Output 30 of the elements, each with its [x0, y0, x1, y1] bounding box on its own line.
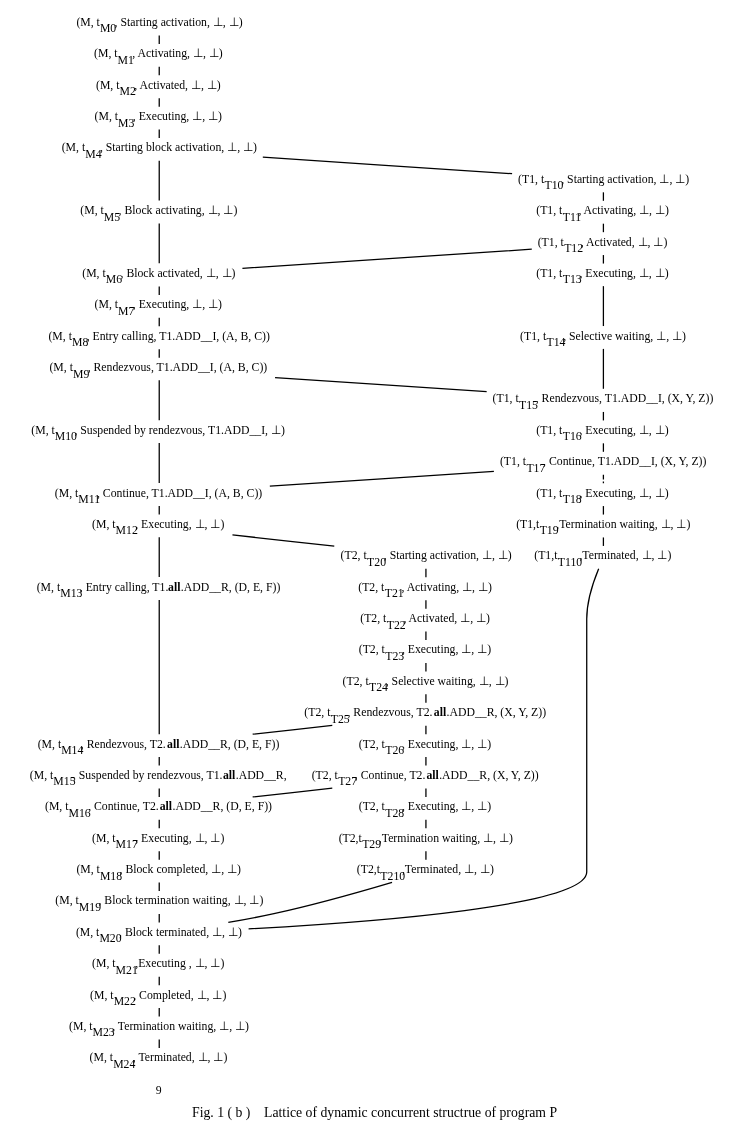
connector [158, 442, 160, 484]
connector [158, 599, 160, 735]
caption: Fig. 1 ( b ) Lattice of dynamic concurrent structrue of program P [191, 1104, 557, 1120]
connector [424, 693, 427, 704]
connector [268, 470, 495, 487]
connector [424, 819, 427, 829]
connector [424, 568, 427, 578]
connector [158, 160, 160, 202]
connector [227, 881, 393, 924]
connector [602, 474, 604, 484]
connector [424, 725, 427, 735]
connector [158, 379, 160, 421]
connector [424, 599, 427, 610]
connector [247, 568, 599, 930]
connector [602, 348, 604, 390]
connector [424, 850, 427, 861]
connector [273, 377, 487, 393]
connector [424, 630, 427, 641]
connector [424, 787, 427, 798]
connector [424, 662, 427, 673]
connector [158, 222, 160, 264]
connector [231, 534, 335, 547]
connector [158, 536, 160, 578]
connector [424, 756, 427, 767]
connector [261, 156, 513, 175]
connector [251, 724, 333, 735]
connector [251, 787, 333, 798]
connector [602, 285, 604, 327]
label: 9 [155, 1083, 162, 1097]
connector [241, 248, 532, 269]
